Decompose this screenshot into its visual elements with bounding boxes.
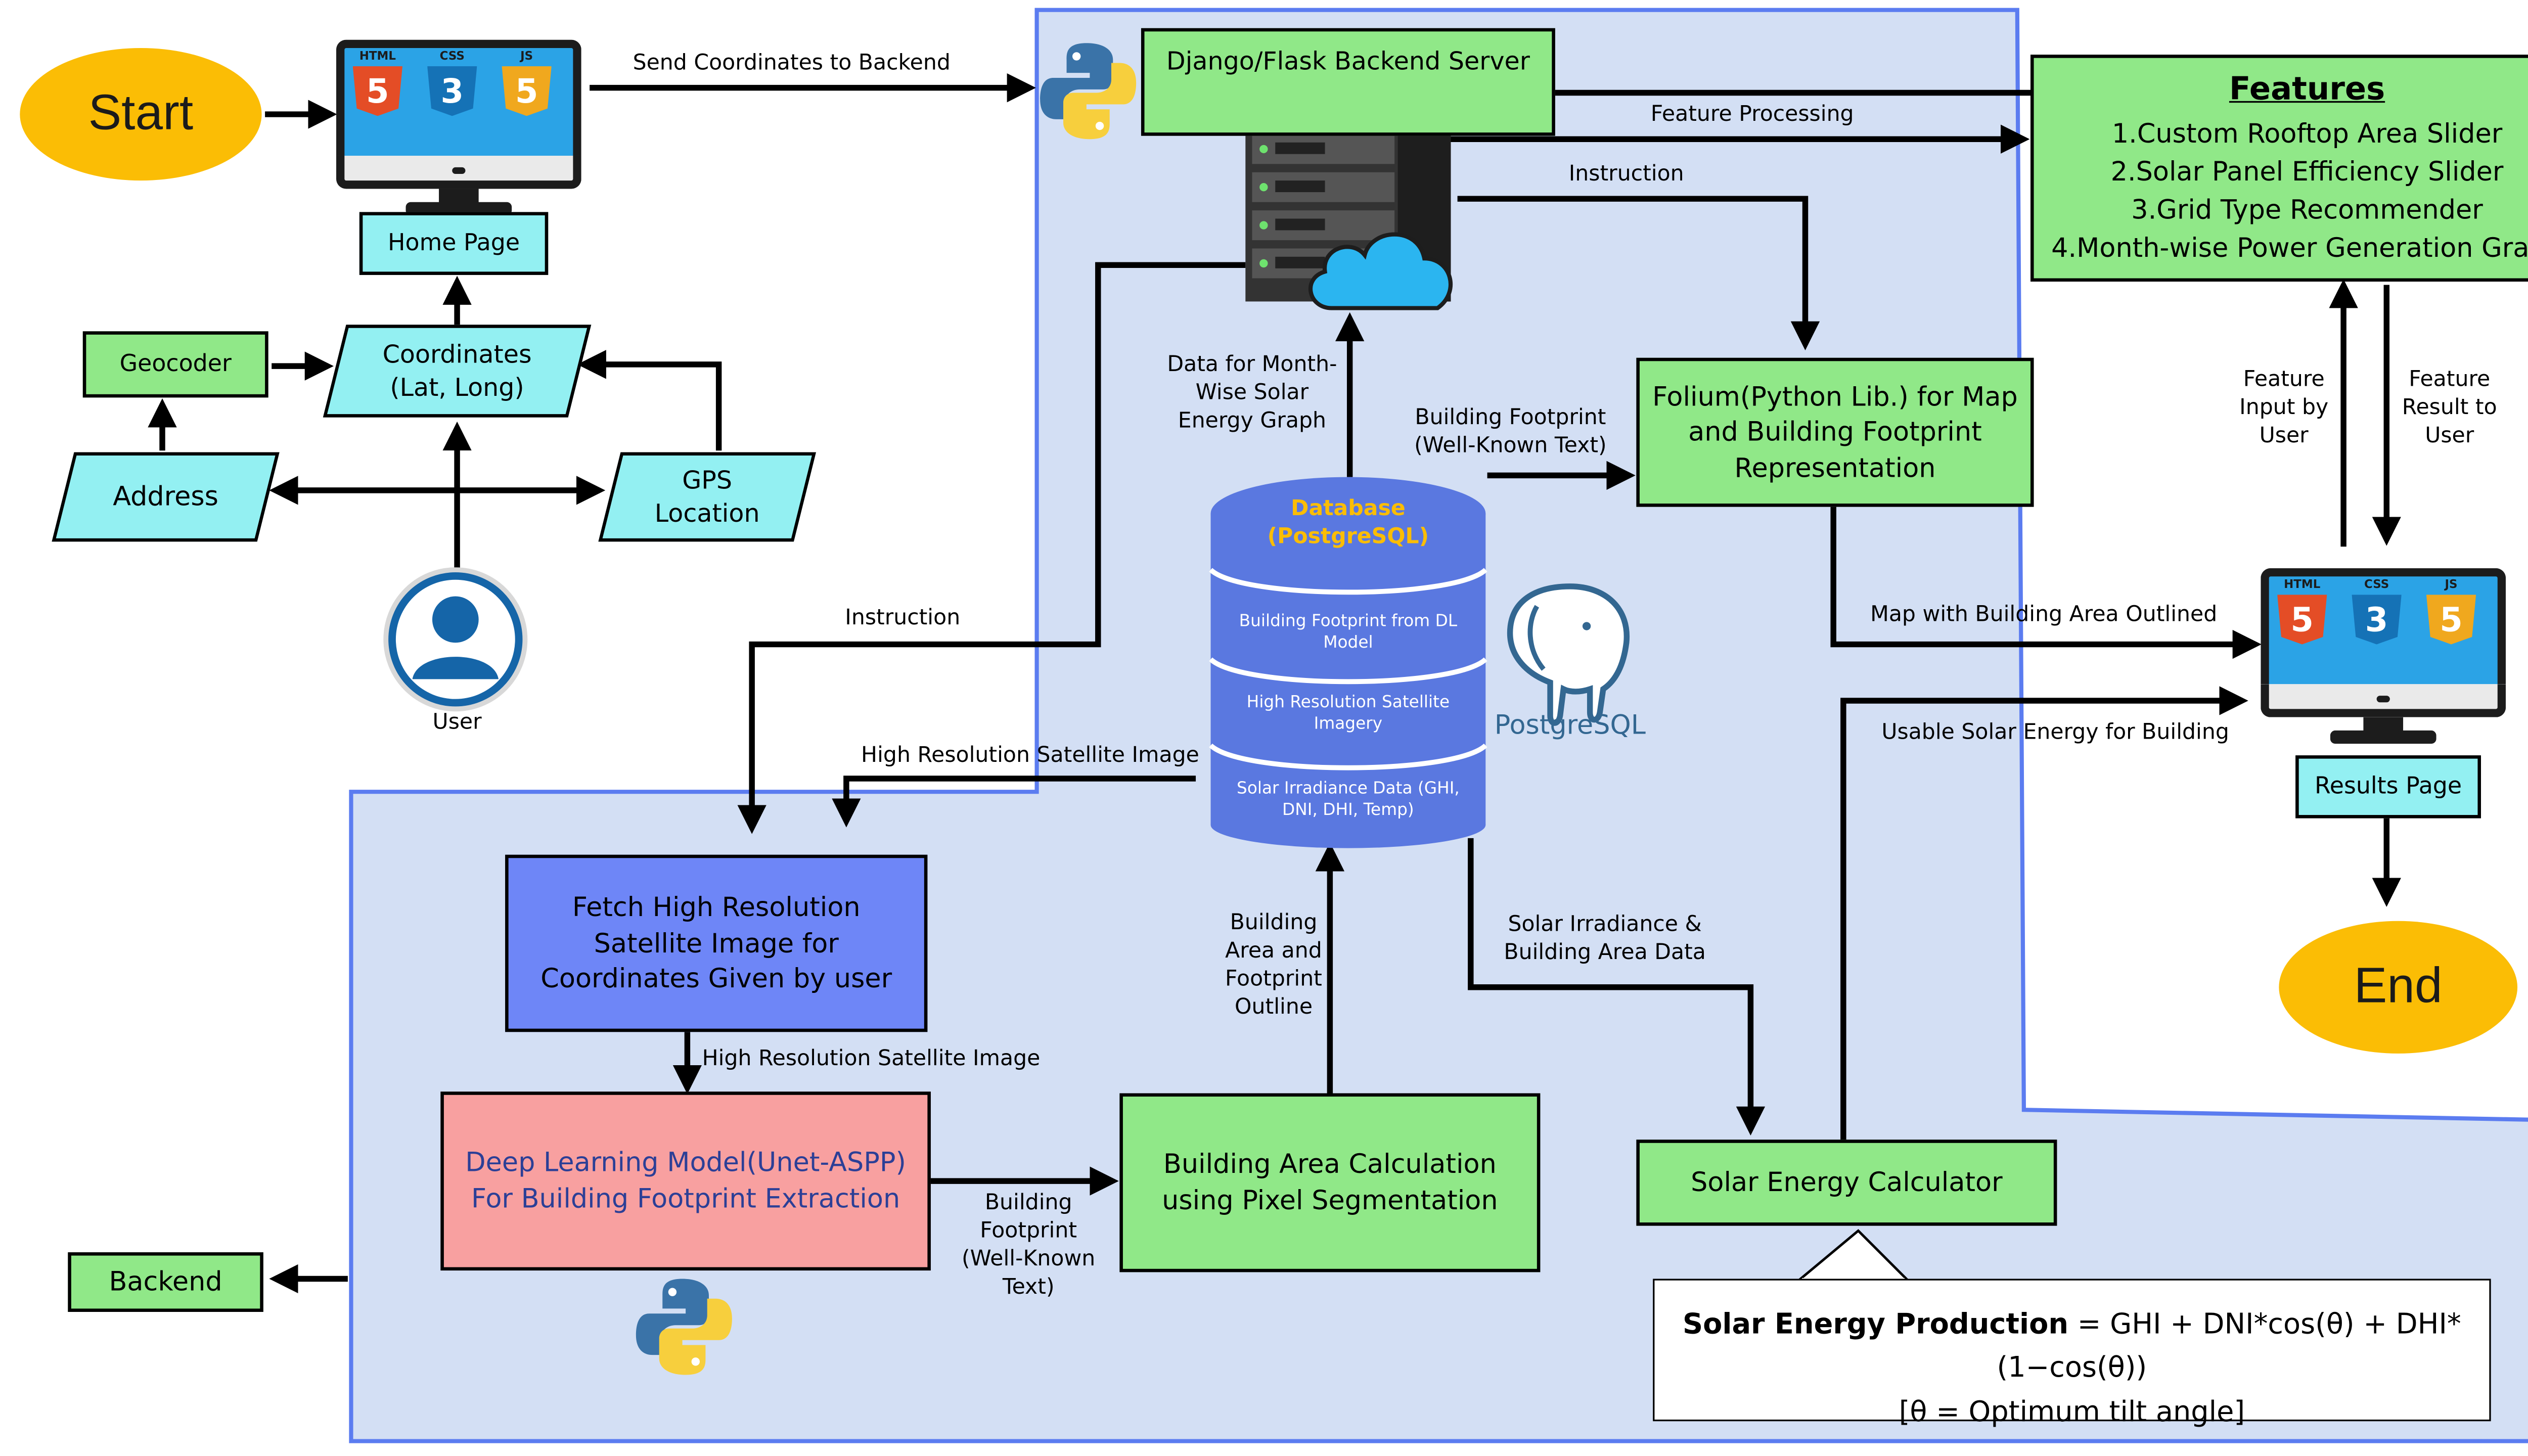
- backend-server-label: Django/Flask Backend Server: [1166, 46, 1530, 76]
- formula-pointer: [1797, 1229, 1909, 1282]
- backend-legend-box: Backend: [68, 1252, 263, 1312]
- backend-server-box: Django/Flask Backend Server: [1141, 28, 1555, 136]
- fetch-image-label: Fetch High Resolution Satellite Image fo…: [540, 891, 892, 994]
- dl-model-label: Deep Learning Model(Unet-ASPP) For Build…: [465, 1147, 906, 1214]
- edge-label-send-coords: Send Coordinates to Backend: [633, 51, 951, 76]
- database-cylinder-icon: [1209, 477, 1487, 848]
- solar-calculator-box: Solar Energy Calculator: [1636, 1140, 2057, 1226]
- arrow-instruction-folium: [1457, 196, 1820, 350]
- formula-expr: = GHI + DNI*cos(θ) + DHI*(1−cos(θ)): [1997, 1308, 2461, 1386]
- arrow-instruction-fetch: [737, 262, 1246, 834]
- database-title: Database (PostgreSQL): [1267, 496, 1429, 550]
- feature-item: 1.Custom Rooftop Area Slider: [2111, 117, 2503, 149]
- folium-label: Folium(Python Lib.) for Map and Building…: [1652, 380, 2018, 484]
- user-label: User: [432, 710, 482, 736]
- formula-bold: Solar Energy Production: [1683, 1308, 2069, 1342]
- user-avatar-icon: [383, 567, 528, 712]
- arrow-gps-coords: [577, 350, 722, 451]
- edge-label-hr-image-top: High Resolution Satellite Image: [861, 744, 1199, 769]
- db-layer-irradiance: Solar Irradiance Data (GHI, DNI, DHI, Te…: [1237, 780, 1460, 820]
- cloud-icon: [1308, 232, 1453, 310]
- edge-label-instruction-left: Instruction: [845, 606, 961, 631]
- edge-label-hr-image-mid: High Resolution Satellite Image: [702, 1046, 1041, 1072]
- edge-label-data-month: Data for Month- Wise Solar Energy Graph: [1167, 352, 1337, 434]
- feature-item: 4.Month-wise Power Generation Graph: [2051, 233, 2528, 264]
- arrow-solar-results: [1840, 686, 2248, 1140]
- db-layer-imagery: High Resolution Satellite Imagery: [1246, 694, 1450, 733]
- feature-item: 3.Grid Type Recommender: [2131, 194, 2483, 226]
- area-calc-label: Building Area Calculation using Pixel Se…: [1162, 1148, 1498, 1216]
- edge-label-feature-processing: Feature Processing: [1650, 103, 1854, 128]
- dl-model-box: Deep Learning Model(Unet-ASPP) For Build…: [440, 1091, 931, 1271]
- fetch-image-box: Fetch High Resolution Satellite Image fo…: [505, 854, 928, 1032]
- arrow-db-fetch: [832, 776, 1196, 828]
- solar-calculator-label: Solar Energy Calculator: [1691, 1166, 2003, 1198]
- postgresql-brand: PostgreSQL: [1494, 709, 1646, 741]
- edge-label-irradiance: Solar Irradiance & Building Area Data: [1504, 913, 1706, 966]
- edge-label-feature-result: Feature Result to User: [2402, 368, 2497, 449]
- edge-label-footprint-wkt: Building Footprint (Well-Known Text): [1414, 405, 1607, 459]
- python-icon: [1040, 43, 1137, 140]
- folium-box: Folium(Python Lib.) for Map and Building…: [1636, 357, 2034, 507]
- address-label: Address: [113, 480, 218, 513]
- home-page-box: Home Page: [359, 212, 549, 275]
- start-label: Start: [88, 86, 194, 141]
- backend-legend-label: Backend: [109, 1265, 222, 1298]
- coordinates-label: Coordinates (Lat, Long): [382, 339, 532, 403]
- edge-label-instruction-top: Instruction: [1568, 162, 1684, 188]
- gps-label: GPS Location: [654, 465, 760, 529]
- formula-note: [θ = Optimum tilt angle]: [1899, 1396, 2245, 1429]
- address-parallelogram: Address: [52, 452, 280, 542]
- end-terminal: End: [2279, 921, 2518, 1054]
- arrow-db-solar: [1468, 838, 1766, 1136]
- features-title: Features: [2229, 72, 2385, 109]
- feature-item: 2.Solar Panel Efficiency Slider: [2110, 156, 2504, 188]
- edge-label-footprint-wkt-2: Building Footprint (Well-Known Text): [962, 1191, 1096, 1300]
- edge-label-map-outlined: Map with Building Area Outlined: [1870, 603, 2218, 628]
- geocoder-label: Geocoder: [119, 350, 232, 377]
- gps-parallelogram: GPS Location: [598, 452, 817, 542]
- home-page-label: Home Page: [388, 229, 520, 256]
- geocoder-box: Geocoder: [82, 331, 268, 398]
- coordinates-parallelogram: Coordinates (Lat, Long): [323, 325, 592, 418]
- results-page-box: Results Page: [2295, 755, 2481, 818]
- formula-box: Solar Energy Production = GHI + DNI*cos(…: [1653, 1279, 2491, 1429]
- edge-label-area-outline: Building Area and Footprint Outline: [1225, 911, 1322, 1020]
- postgresql-elephant-icon: [1507, 583, 1630, 726]
- end-label: End: [2354, 959, 2443, 1014]
- edge-label-usable-energy: Usable Solar Energy for Building: [1881, 720, 2229, 746]
- features-box: Features 1.Custom Rooftop Area Slider 2.…: [2030, 55, 2528, 282]
- arrow-folium-results: [1830, 507, 2262, 659]
- area-calc-box: Building Area Calculation using Pixel Se…: [1119, 1093, 1541, 1272]
- edge-label-feature-input: Feature Input by User: [2239, 368, 2329, 449]
- results-page-label: Results Page: [2314, 772, 2462, 800]
- python-icon: [636, 1279, 732, 1375]
- db-layer-footprint: Building Footprint from DL Model: [1239, 613, 1458, 652]
- start-terminal: Start: [20, 48, 262, 181]
